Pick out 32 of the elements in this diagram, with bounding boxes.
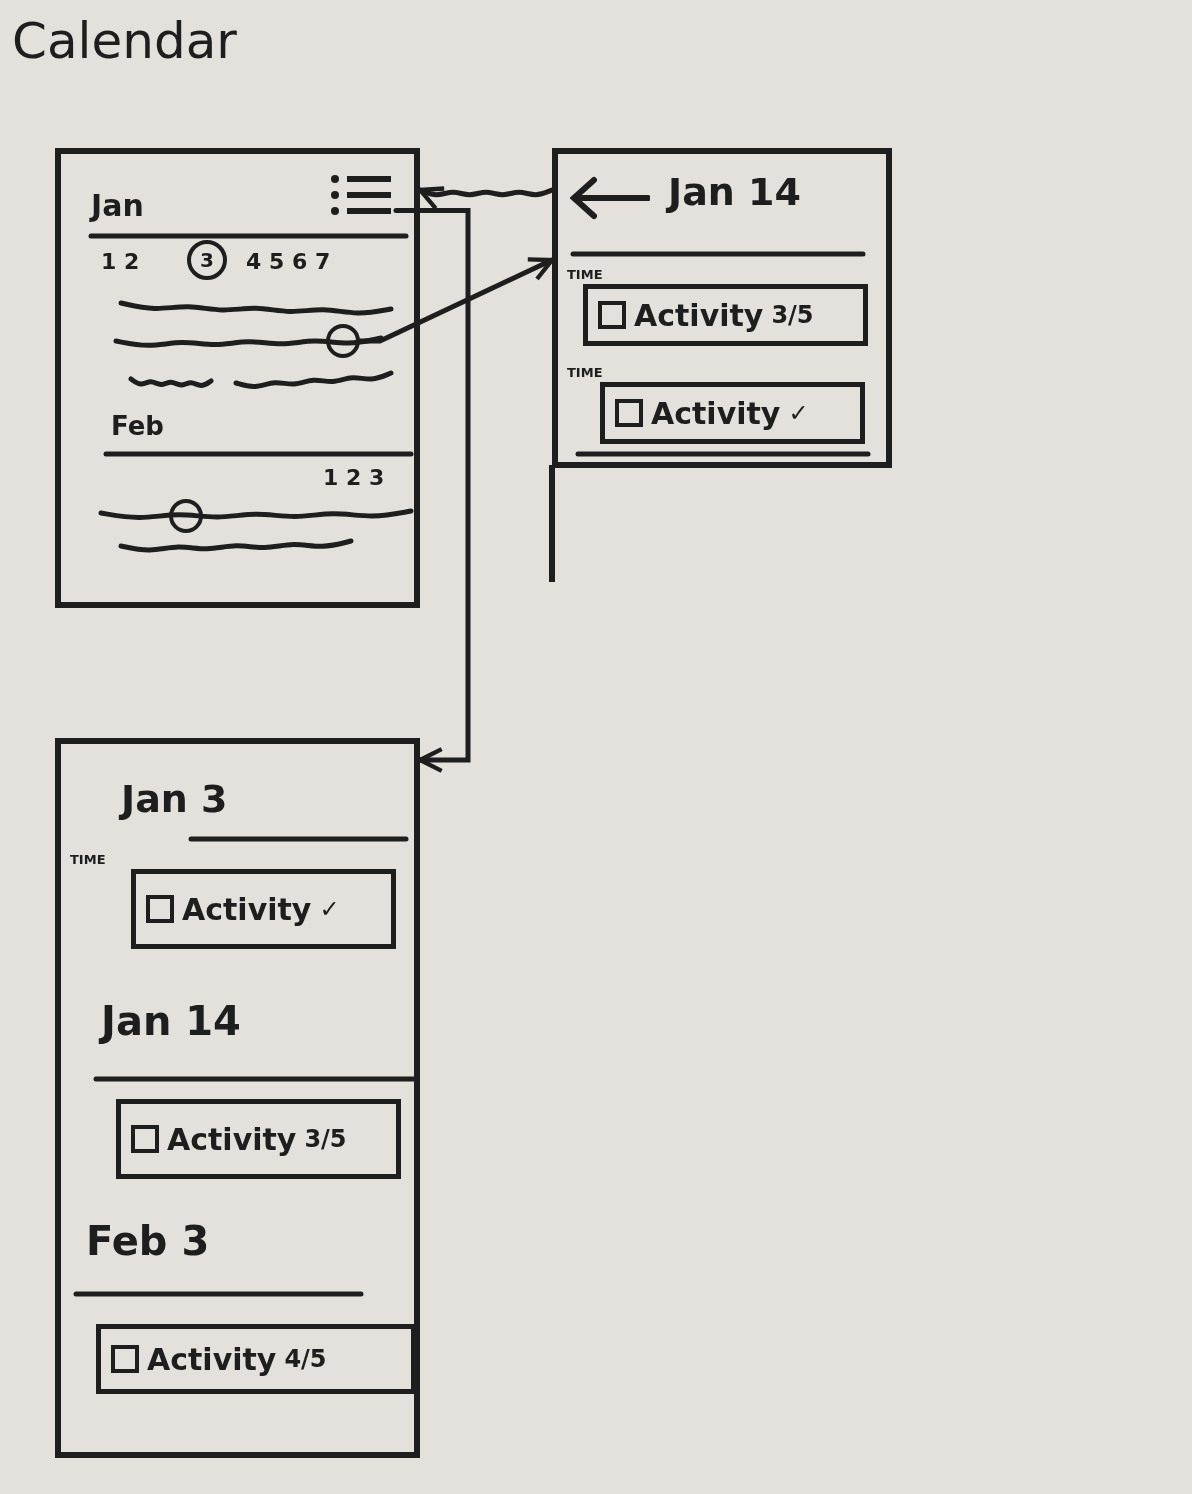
time-label: TIME xyxy=(567,365,603,380)
date-heading: Jan 3 xyxy=(121,779,228,821)
arrow xyxy=(393,208,471,773)
status-text: 4/5 xyxy=(284,1345,327,1373)
month-heading: Feb xyxy=(111,412,164,441)
date-heading: Feb 3 xyxy=(86,1219,210,1263)
activity-card xyxy=(96,1324,416,1394)
arrow xyxy=(417,186,555,211)
status-text: 3/5 xyxy=(304,1125,347,1153)
activity-label: Activity xyxy=(167,1122,297,1156)
time-label: TIME xyxy=(567,267,603,282)
selected-day: 3 xyxy=(187,240,227,280)
day-numbers: 4 5 6 7 xyxy=(246,250,331,275)
activity-card xyxy=(116,1099,401,1179)
activity-label: Activity xyxy=(651,396,781,430)
page-title: Calendar xyxy=(12,14,237,69)
status-text: 3/5 xyxy=(771,301,814,329)
phone-screen xyxy=(55,738,420,1458)
status-text: ✓ xyxy=(319,895,340,923)
event-marker xyxy=(326,324,360,358)
activity-label: Activity xyxy=(634,298,764,332)
month-heading: Jan xyxy=(91,189,144,222)
activity-label: Activity xyxy=(182,892,312,926)
phone-screen xyxy=(55,148,420,608)
event-marker xyxy=(169,499,203,533)
day-numbers: 1 2 3 xyxy=(323,466,385,491)
day-numbers: 1 2 xyxy=(101,250,140,275)
phone-screen xyxy=(552,148,892,468)
activity-label: Activity xyxy=(147,1342,277,1376)
time-label: TIME xyxy=(70,852,106,867)
date-heading: Jan 14 xyxy=(668,172,801,214)
status-text: ✓ xyxy=(788,399,809,427)
